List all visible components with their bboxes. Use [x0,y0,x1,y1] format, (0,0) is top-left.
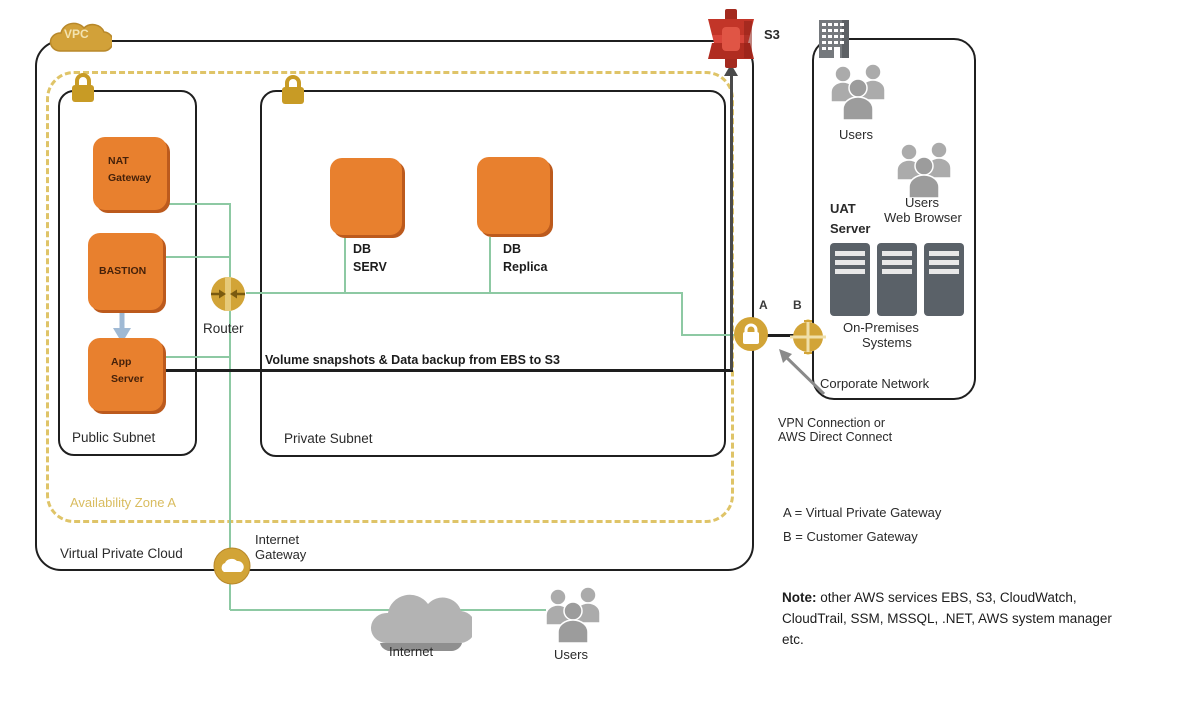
users-top-label: Users [839,127,873,142]
external-users-icon [545,586,601,644]
link-step-down [681,292,683,336]
backup-label: Volume snapshots & Data backup from EBS … [265,353,560,367]
vpc-cloud-label: VPC [64,27,89,41]
app-server-node: App Server [88,338,163,411]
users-mid-icon [896,141,952,199]
vpn-arrow [779,349,826,396]
vpc-label: Virtual Private Cloud [60,546,183,561]
bastion-node: BASTION [88,233,163,310]
web-browser-label: Web Browser [884,210,962,225]
users-mid-label: Users [905,195,939,210]
db-server-node [330,158,402,235]
s3-label: S3 [764,27,780,42]
public-subnet-label: Public Subnet [72,430,156,445]
internet-cloud-icon [371,594,472,651]
internet-gateway-icon [213,547,251,585]
public-subnet-lock-icon [72,73,94,102]
customer-gateway-icon [790,319,826,355]
note-rest: other AWS services EBS, S3, CloudWatch, … [782,590,1112,647]
onprem-label: On-Premises Systems [843,320,919,350]
external-users-label: Users [554,647,588,662]
app-server-label-2: Server [111,373,144,385]
link-internet-users [230,609,546,611]
availability-zone-boundary [46,71,734,523]
router-icon [211,277,245,311]
legend-b-label: B = Customer Gateway [783,529,918,544]
private-subnet-lock-icon [282,75,304,104]
backup-line [163,369,733,372]
private-subnet-boundary [260,90,726,457]
virtual-private-gateway-icon [734,317,768,351]
corporate-network-label: Corporate Network [820,376,930,391]
users-top-icon [830,63,886,121]
vpn-label: VPN Connection or AWS Direct Connect [778,416,893,444]
link-router-trunk [229,203,231,610]
link-router-east [246,292,681,294]
app-server-label-1: App [111,356,132,368]
onprem-server-icon-1 [830,243,870,316]
nat-gateway-node: NAT Gateway [93,137,167,210]
link-appserver-router [163,356,230,358]
uat-server-label: UAT Server [830,201,871,236]
internet-gateway-label: Internet Gateway [255,532,307,562]
link-a-b [766,334,794,337]
router-label: Router [203,321,244,336]
availability-zone-label: Availability Zone A [70,495,176,510]
link-nat-router [167,203,230,205]
s3-arrow-line [730,76,733,370]
gateway-a-label: A [759,298,768,312]
vpc-cloud-icon [49,22,112,52]
vpc-boundary [35,40,754,571]
db-replica-label: DB Replica [503,242,548,275]
db-server-label: DB SERV [353,242,387,275]
gateway-b-label: B [793,298,802,312]
corporate-building-icon [819,20,849,58]
nat-gateway-label-1: NAT [108,155,129,167]
onprem-server-icon-3 [924,243,964,316]
bastion-label: BASTION [99,265,147,277]
bastion-to-app-arrow [113,311,131,343]
link-dbserv-stub [344,237,346,294]
legend-a-label: A = Virtual Private Gateway [783,505,942,520]
s3-icon [708,9,754,68]
link-dbreplica-stub [489,237,491,294]
nat-gateway-label-2: Gateway [108,172,152,184]
internet-label: Internet [389,644,434,659]
link-bastion-router [163,256,230,258]
private-subnet-label: Private Subnet [284,431,373,446]
public-subnet-boundary [58,90,197,456]
note-text: Note: other AWS services EBS, S3, CloudW… [782,588,1132,651]
link-to-vgw [681,334,737,336]
note-bold: Note: [782,590,817,605]
onprem-server-icon-2 [877,243,917,316]
db-replica-node [477,157,550,234]
